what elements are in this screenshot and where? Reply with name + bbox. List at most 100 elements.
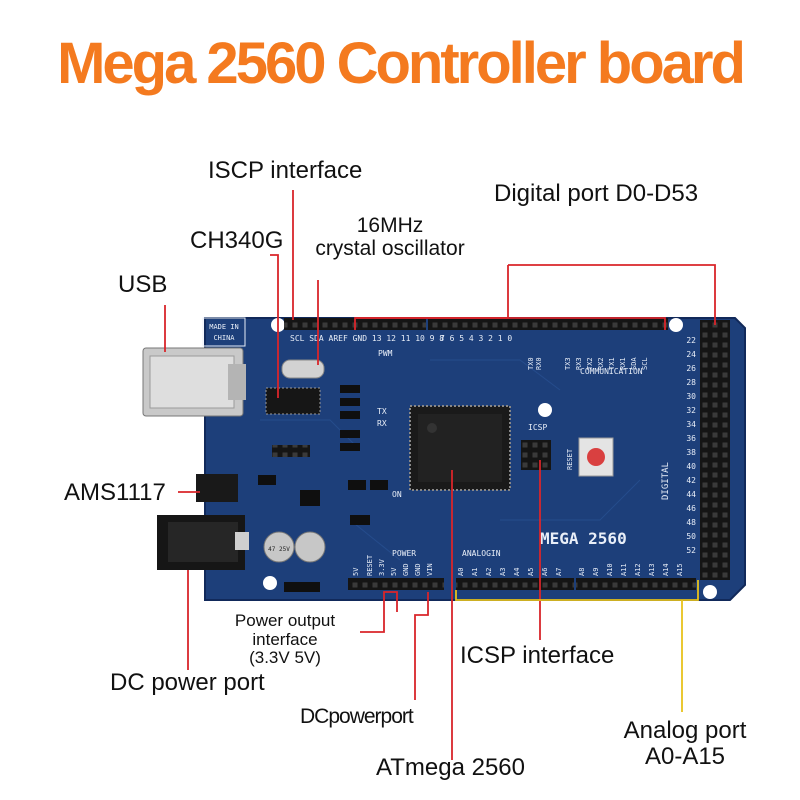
power-pin-label: VIN [426,563,434,576]
analog-pin-label: A5 [527,568,535,576]
header-top-right [428,318,668,330]
right-pin-number: 40 [686,462,696,471]
power-pin-label: GND [402,563,410,576]
model-label: MEGA 2560 [540,529,627,548]
analog-pin-label: A6 [541,568,549,576]
led-rx-label: RX [377,419,387,428]
analog-pin-label: A8 [578,568,586,576]
callout-analog-port-line2: A0-A15 [644,743,726,771]
callout-usb: USB [118,271,168,298]
callout-analog-port: Analog port A0-A15 [605,717,765,771]
header-power [348,578,444,590]
comm-pin-rx0: RX0 [535,357,543,370]
right-pin-number: 46 [686,504,696,513]
page-title: Mega 2560 Controller board [57,31,746,96]
comm-pin-rx3: RX3 [575,357,583,370]
analog-pin-label: A0 [457,568,465,576]
mount-hole [263,576,277,590]
callout-ams1117: AMS1117 [64,479,166,506]
leader-lines-red [164,190,716,760]
right-pin-number: 26 [686,364,696,373]
callout-crystal-line1: 16MHz [356,214,424,237]
analog-pin-label: A3 [499,568,507,576]
mount-hole [669,318,683,332]
right-pin-number: 36 [686,434,696,443]
on-label: ON [392,490,402,499]
communication-label: COMMUNICATION [580,367,643,376]
header-top-left [284,318,354,330]
pwm-area-label: SCL SDA AREF GND 13 12 11 10 9 8 [290,334,444,343]
leader-lines-yellow [455,580,699,712]
callout-digital-port: Digital port D0-D53 [494,180,699,207]
power-pin-label: 3.3V [378,558,386,576]
analog-pin-label: A7 [555,568,563,576]
icsp-header [521,440,551,470]
callout-crystal: 16MHz crystal oscillator [300,214,480,260]
comm-pin-rx1: RX1 [619,357,627,370]
right-pin-number: 32 [686,406,696,415]
analog-pin-label: A10 [606,563,614,576]
right-pin-number: 44 [686,490,696,499]
callout-power-output-line2: interface [252,629,318,649]
icsp-label: ICSP [528,423,547,432]
comm-pin-tx2: TX2 [586,357,594,370]
right-pin-number: 30 [686,392,696,401]
digital-label: DIGITAL [661,462,671,500]
analog-pin-label: A13 [648,563,656,576]
right-pin-number: 50 [686,532,696,541]
analog-pin-label: A1 [471,568,479,576]
analog-label: ANALOGIN [462,549,501,558]
ams1117-regulator [196,474,238,502]
callout-ch340g: CH340G [190,227,284,254]
svg-text:7 6 5 4 3 2 1 0: 7 6 5 4 3 2 1 0 [440,334,512,343]
analog-pin-label: A14 [662,563,670,576]
right-pin-number: 34 [686,420,696,429]
comm-pin-tx1: TX1 [608,357,616,370]
right-pin-number: 42 [686,476,696,485]
atmega-chip [409,405,511,491]
led-tx-label: TX [377,407,387,416]
cap-value: 47 25V [268,546,290,553]
pwm-label: PWM [378,349,393,358]
ch340g-chip [265,387,321,415]
callout-power-output: Power output interface (3.3V 5V) [210,611,360,668]
right-pin-number: 24 [686,350,696,359]
callout-iscp-interface: ISCP interface [208,157,363,184]
crystal-oscillator [281,359,325,379]
header-right [700,320,730,580]
made-in-label: MADE IN [209,323,239,331]
power-label: POWER [392,549,416,558]
comm-pin-rx2: RX2 [597,357,605,370]
header-top-mid [354,318,426,330]
analog-pin-label: A11 [620,563,628,576]
reset-label: RESET [566,448,574,470]
right-pin-number: 22 [686,336,696,345]
callout-analog-port-line1: Analog port [623,717,747,744]
callout-atmega: ATmega 2560 [376,754,525,781]
header-analog-a [456,578,574,590]
comm-pin-tx3: TX3 [564,357,572,370]
comm-pin-sda: SDA [630,357,638,370]
analog-pin-label: A4 [513,568,521,576]
callout-power-output-line1: Power output [234,611,336,630]
china-label: CHINA [213,334,235,342]
right-pin-number: 48 [686,518,696,527]
right-pin-number: 52 [686,546,696,555]
comm-pin-tx0: TX0 [527,357,535,370]
comm-pin-scl: SCL [641,357,649,370]
power-pin-label: RESET [366,554,374,576]
header-analog-b [576,578,696,590]
power-pin-label: 5V [390,567,398,576]
mount-hole [538,403,552,417]
analog-pin-label: A12 [634,563,642,576]
mount-hole [703,585,717,599]
icsp-header-usb [272,445,310,457]
right-pin-number: 38 [686,448,696,457]
power-pin-label: 5V [352,567,360,576]
analog-pin-label: A2 [485,568,493,576]
callout-power-output-line3: (3.3V 5V) [249,648,321,668]
power-pin-label: GND [414,563,422,576]
callout-crystal-line2: crystal oscillator [315,237,465,261]
right-pin-number: 28 [686,378,696,387]
